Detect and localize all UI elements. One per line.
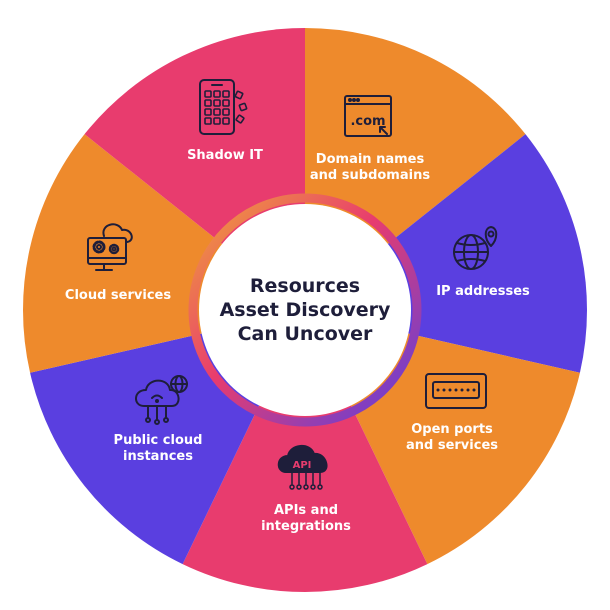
- segment-label-apis: APIs and integrations: [261, 503, 351, 534]
- segment-label-cloud-services: Cloud services: [64, 288, 172, 303]
- web-window-dotcom-icon: .com: [344, 95, 392, 137]
- center-title: Resources Asset Discovery Can Uncover: [219, 275, 391, 345]
- segment-label-shadow-it: Shadow IT: [187, 148, 263, 163]
- globe-pin-icon: [453, 226, 498, 270]
- api-cloud-icon: API: [277, 445, 328, 490]
- svg-text:.com: .com: [350, 114, 385, 129]
- segment-label-open-ports: Open ports and services: [405, 422, 498, 453]
- center-ring: [188, 193, 422, 427]
- cloud-network-icon: [135, 375, 188, 425]
- phone-apps-icon: [199, 79, 248, 135]
- segment-label-domain-names: Domain names and subdomains: [309, 152, 431, 183]
- segment-label-ip-addresses: IP addresses: [436, 284, 530, 299]
- segment-label-public-cloud: Public cloud instances: [113, 433, 203, 464]
- svg-text:API: API: [293, 460, 312, 471]
- port-slot-icon: [425, 373, 487, 409]
- center-disc: [199, 204, 411, 416]
- cloud-monitor-gears-icon: [87, 223, 133, 271]
